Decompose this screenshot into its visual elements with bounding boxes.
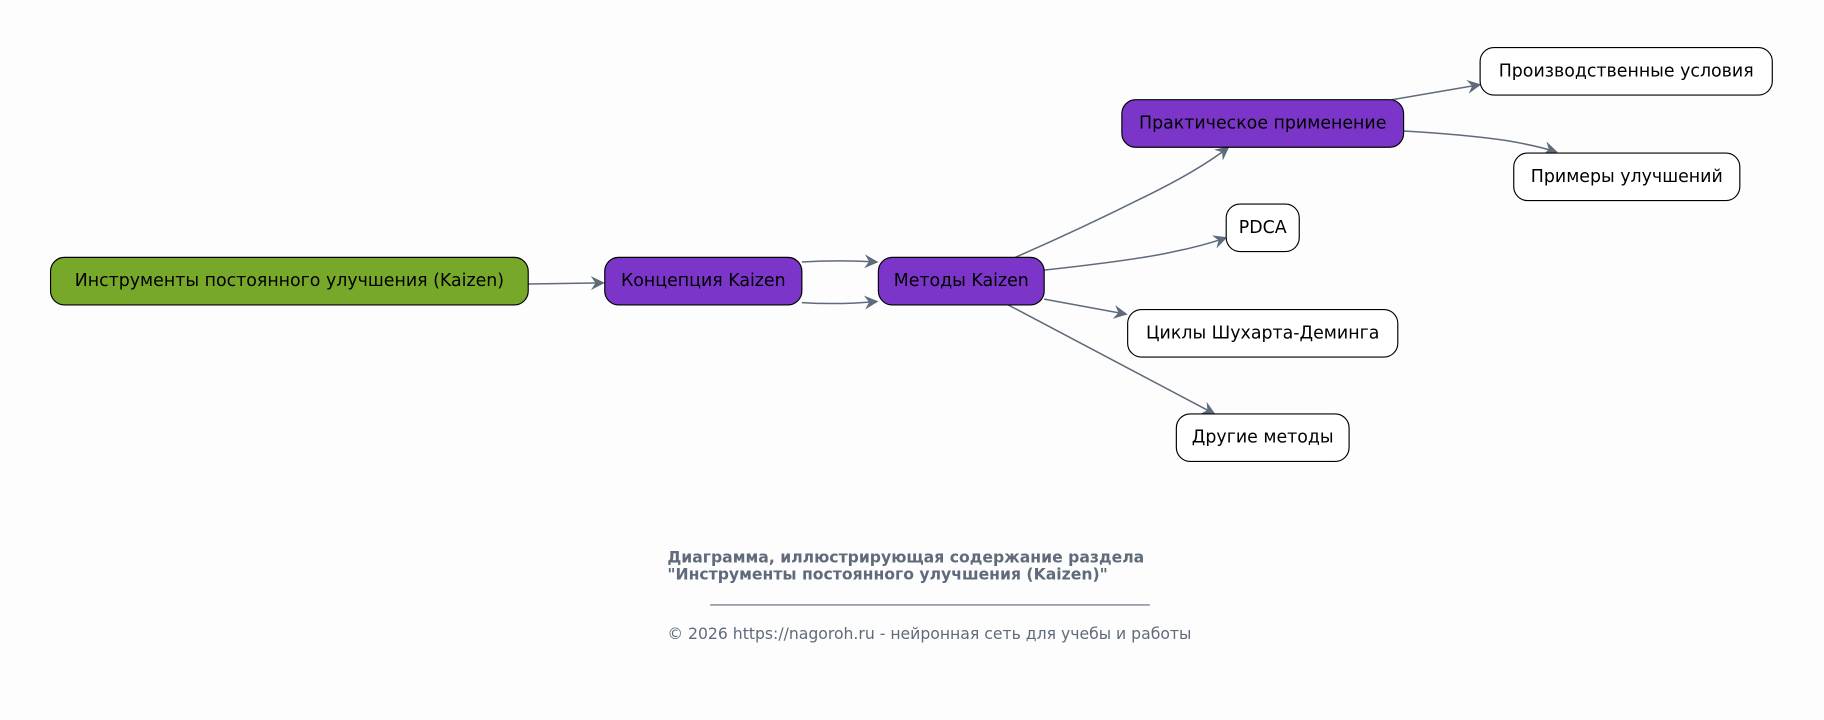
edge-practice-production: [1391, 79, 1482, 101]
node-pdca-label: PDCA: [1239, 218, 1287, 238]
edge-methods-pdca: [1044, 235, 1228, 271]
edge-methods-practice: [1014, 146, 1230, 259]
node-cycles[interactable]: Циклы Шухарта-Деминга: [1127, 308, 1399, 358]
node-practice[interactable]: Практическое применение: [1121, 99, 1405, 148]
caption: Диаграмма, иллюстрирующая содержание раз…: [667, 547, 1191, 643]
edge-practice-examples: [1403, 130, 1558, 155]
edge-concept-methods-2: [801, 295, 879, 310]
node-production-label: Производственные условия: [1499, 61, 1754, 81]
node-cycles-label: Циклы Шухарта-Деминга: [1146, 323, 1379, 343]
edges: [528, 79, 1558, 415]
node-production[interactable]: Производственные условия: [1479, 46, 1773, 96]
node-pdca[interactable]: PDCA: [1225, 203, 1300, 253]
node-other-label: Другие методы: [1192, 428, 1334, 448]
edge-root-concept: [528, 276, 605, 291]
node-concept[interactable]: Концепция Kaizen: [604, 256, 803, 306]
node-methods-label: Методы Kaizen: [894, 271, 1029, 291]
node-other[interactable]: Другие методы: [1175, 413, 1350, 463]
edge-methods-cycles: [1044, 298, 1128, 319]
node-methods[interactable]: Методы Kaizen: [877, 256, 1045, 306]
caption-line-2: "Инструменты постоянного улучшения (Kaiz…: [667, 565, 1107, 584]
caption-line-1: Диаграмма, иллюстрирующая содержание раз…: [667, 547, 1144, 566]
edge-concept-methods-1: [801, 254, 879, 269]
footer-text: © 2026 https://nagoroh.ru - нейронная се…: [667, 624, 1191, 643]
node-practice-label: Практическое применение: [1139, 113, 1386, 133]
edge-methods-other: [1007, 304, 1216, 415]
caption-separator: ________________________________________…: [709, 587, 1150, 607]
node-examples[interactable]: Примеры улучшений: [1513, 152, 1741, 202]
node-root-label: Инструменты постоянного улучшения (Kaize…: [75, 271, 504, 291]
node-examples-label: Примеры улучшений: [1531, 167, 1723, 187]
node-concept-label: Концепция Kaizen: [621, 271, 786, 291]
node-root[interactable]: Инструменты постоянного улучшения (Kaize…: [49, 256, 529, 306]
